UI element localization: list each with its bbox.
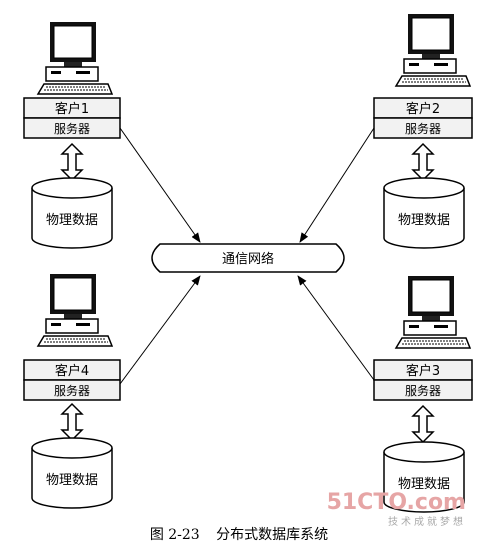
computer-icon xyxy=(395,13,471,87)
server-box xyxy=(23,379,121,401)
database-cylinder xyxy=(31,437,113,509)
node-client-3: 客户3 服务器 物理数据 xyxy=(373,275,473,513)
bidirectional-arrow-icon xyxy=(61,143,83,181)
database-label: 物理数据 xyxy=(46,213,98,228)
database-cylinder xyxy=(383,441,465,513)
database-cylinder xyxy=(383,177,465,249)
node-client-2: 客户2 服务器 物理数据 xyxy=(373,13,473,249)
database-label: 物理数据 xyxy=(46,473,98,488)
network-cloud xyxy=(151,243,345,273)
figure-number: 图 2-23 xyxy=(149,527,200,543)
connector-arrow-1 xyxy=(119,127,201,243)
database-label: 物理数据 xyxy=(398,213,450,228)
client-label: 客户3 xyxy=(406,363,440,379)
figure-caption: 图 2-23 分布式数据库系统 xyxy=(0,524,478,544)
server-label: 服务器 xyxy=(54,383,90,398)
connector-arrow-4 xyxy=(119,275,201,385)
database-cylinder xyxy=(31,177,113,249)
server-box xyxy=(373,379,473,401)
watermark-logo: 51CTO.com 技术成就梦想 xyxy=(327,490,466,528)
computer-icon xyxy=(37,21,113,95)
connector-arrow-2 xyxy=(299,127,375,243)
node-client-1: 客户1 服务器 物理数据 xyxy=(23,21,121,249)
server-label: 服务器 xyxy=(405,383,441,398)
client-label: 客户1 xyxy=(55,101,89,117)
client-label: 客户4 xyxy=(55,363,89,379)
figure-title: 分布式数据库系统 xyxy=(216,527,329,543)
watermark-sub: 技术成就梦想 xyxy=(388,517,466,528)
server-label: 服务器 xyxy=(405,121,441,136)
server-label: 服务器 xyxy=(54,121,90,136)
client-label: 客户2 xyxy=(406,101,440,117)
watermark-main: 51CTO.com xyxy=(326,490,466,515)
connector-arrow-3 xyxy=(297,275,375,381)
computer-icon xyxy=(37,273,113,347)
network-label: 通信网络 xyxy=(222,251,274,267)
bidirectional-arrow-icon xyxy=(412,143,434,181)
database-label: 物理数据 xyxy=(398,477,450,492)
computer-icon xyxy=(395,275,471,349)
bidirectional-arrow-icon xyxy=(61,403,83,441)
bidirectional-arrow-icon xyxy=(412,405,434,443)
node-client-4: 客户4 服务器 物理数据 xyxy=(23,273,121,509)
